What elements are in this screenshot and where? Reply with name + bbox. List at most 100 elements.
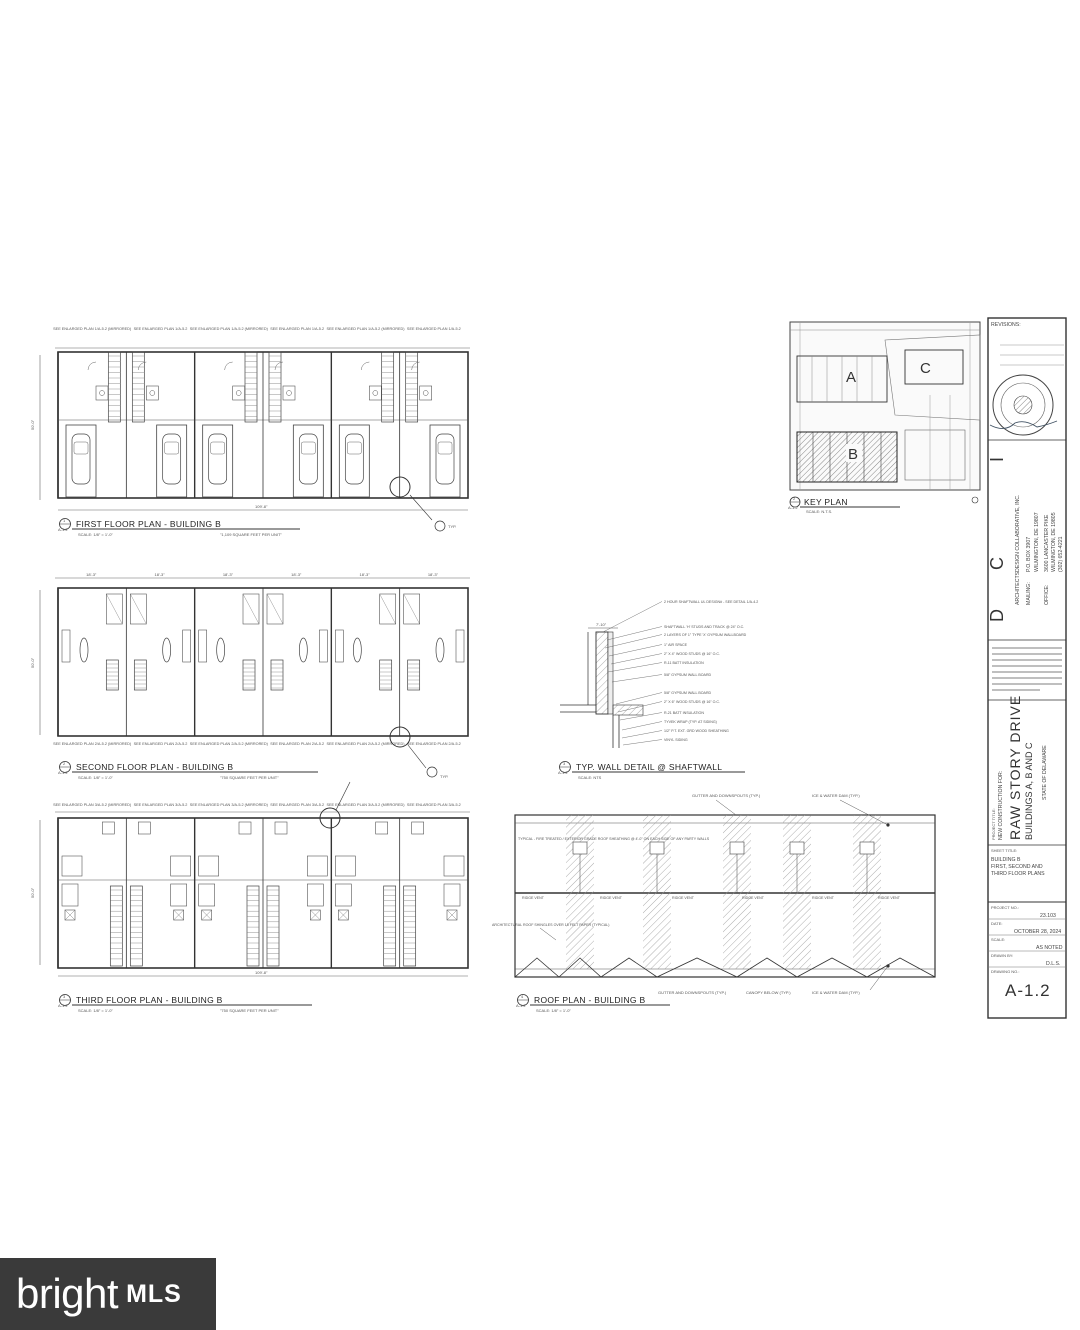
first-floor-note-0-text: SEE ENLARGED PLAN 1/A-5.2 (MIRRORED) [53,327,132,331]
mailing-label: MAILING: [1026,582,1032,605]
window-box [411,821,424,835]
closet [443,883,461,907]
svg-text:3: 3 [563,761,566,766]
bath [170,855,191,877]
wall-callout-0: 2 HOUR SHAFTWALL UL DESIGN# - SEE DETAIL… [664,600,758,604]
roof-note-gutter-bottom: GUTTER AND DOWNSPOUTS (TYP.) [658,990,727,995]
car-icon [435,433,455,485]
car-icon [162,433,182,485]
door-swing [361,361,370,371]
second-floor-note-5: SEE ENLARGED PLAN 2/A-5.2 [407,742,461,746]
third-floor-note-0: SEE ENLARGED PLAN 3/A-5.2 (MIRRORED) [53,803,132,807]
second-floor-units [57,588,465,736]
third-floor-note-2: SEE ENLARGED PLAN 3/A-5.2 (MIRRORED) [190,803,269,807]
office-label: OFFICE: [1044,585,1050,605]
washer [310,909,321,921]
stair [107,351,121,423]
stair [133,659,147,691]
kitchen-island [435,637,445,663]
roof-vent-box [859,841,875,855]
bath [379,593,396,625]
third-floor-plan: SEE ENLARGED PLAN 3/A-5.2 (MIRRORED)SEE … [30,781,470,1013]
fixture-mark [379,593,396,625]
bath [369,385,382,401]
garage [338,424,370,498]
wall-detail-scale: SCALE: NTS [578,775,602,780]
drawn-by-label: DRAWN BY: [991,953,1013,958]
callout-leader [606,626,663,641]
second-floor-note-5-text: SEE ENLARGED PLAN 2/A-5.2 [407,742,461,746]
roof-note-canopy: CANOPY BELOW (TYP.) [746,990,791,995]
second-floor-bottom-notes: SEE ENLARGED PLAN 2/A-5.2 (MIRRORED) SEE … [53,742,461,746]
fixture-mark [130,593,147,625]
wall-detail-ref: A-1.2 [558,770,568,775]
project-no-label: PROJECT NO.: [991,905,1019,910]
roof-plan-title: ROOF PLAN - BUILDING B [534,995,645,1005]
project-no: 23.103 [1040,913,1056,919]
car-icon [208,433,228,485]
roof-plan-ref: A-1.2 [516,1003,526,1008]
bath [146,385,159,401]
third-floor-note-3: SEE ENLARGED PLAN 3/A-5.2 [270,803,324,807]
project-title-label: PROJECT TITLE: [991,808,996,840]
roof-vent-box [789,841,805,855]
svg-text:2: 2 [63,761,66,766]
first-floor-note-4: SEE ENLARGED PLAN 1/A-5.2 (MIRRORED) [326,327,405,331]
mailing-line-2: WILMINGTON, DE 19807 [1034,512,1040,572]
kitchen-island [162,637,172,663]
washer [338,909,349,921]
second-floor-note-0-text: SEE ENLARGED PLAN 2/A-5.2 (MIRRORED) [53,742,132,746]
callout-leader [622,739,663,746]
counter [61,629,71,663]
wall-callout-2: 2 LAYERS OF 1" TYPE 'X' GYPSUM WALLBOARD [664,633,747,637]
car-icon [71,433,91,485]
svg-text:TYP.: TYP. [440,774,448,779]
mailing-line-1: P.O. BOX 3907 [1026,537,1032,572]
bath [95,385,109,401]
callout-leader [621,730,663,739]
first-floor-ref: A-1.2 [58,527,68,532]
scale-label: SCALE: [991,937,1005,942]
first-floor-note-1: SEE ENLARGED PLAN 1/A-5.2 [134,327,188,331]
callout-leader [617,701,663,713]
callout-leader [621,721,663,731]
wall-callout-10: TYVEK WRAP (TYP. AT SIDING) [664,720,717,724]
architect-seal [989,374,1058,436]
ridge-vent-0: RIDGE VENT [522,896,545,900]
office-line-3: (302) 652-4221 [1058,536,1064,572]
first-floor-note-5: SEE ENLARGED PLAN 1/A-5.2 [407,327,461,331]
wall-callout-6: 5/8" GYPSUM WALL BOARD [664,673,712,677]
counter [455,629,465,663]
car-window [437,441,453,455]
wall-callout-9: R-21 BATT INSULATION [664,711,704,715]
key-plan-building-a: A [846,369,856,386]
wall-detail-title: TYP. WALL DETAIL @ SHAFTWALL [576,762,722,772]
second-floor-area: "750 SQUARE FEET PER UNIT" [220,775,279,780]
door-swing [87,361,97,371]
garage [156,424,188,498]
ridge-vent-4: RIDGE VENT [812,896,835,900]
office-line-1: 3600 LANCASTER PIKE [1044,514,1050,572]
counter [319,629,328,663]
stair [129,885,143,967]
first-floor-plan: SEE ENLARGED PLAN 1/A-5.2 (MIRRORED)SEE … [30,327,470,537]
bath [403,593,420,625]
first-floor-note-1-text: SEE ENLARGED PLAN 1/A-5.2 [134,327,188,331]
second-floor-dim-2: 18'-3" [223,572,234,577]
first-floor-units [57,351,468,498]
kitchen-island [216,637,226,663]
key-plan-building-c: C [920,360,931,377]
bath [130,593,147,625]
architects-label: ARCHITECTS [1015,571,1021,605]
third-floor-top-notes: SEE ENLARGED PLAN 3/A-5.2 (MIRRORED)SEE … [53,803,461,807]
callout-leader [615,692,663,705]
stair [246,885,260,967]
fixture-icon [286,390,292,396]
bath [61,855,83,877]
kitchen-island [352,637,362,663]
stair [266,885,280,967]
key-plan-title: KEY PLAN [804,497,848,507]
second-floor-note-3-text: SEE ENLARGED PLAN 2/A-5.2 [270,742,324,746]
second-floor-title: SECOND FLOOR PLAN - BUILDING B [76,762,233,772]
